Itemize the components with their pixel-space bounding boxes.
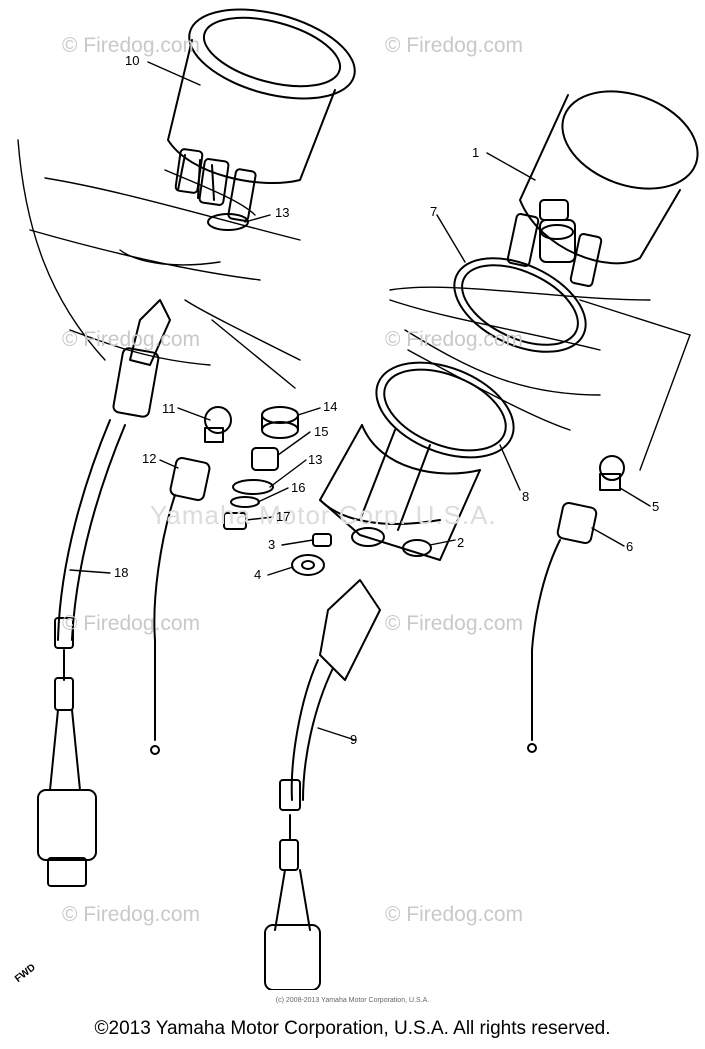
grommet-14 xyxy=(261,406,299,439)
meter-10 xyxy=(167,8,356,222)
callout-16: 16 xyxy=(291,480,306,495)
watermark-firedog: © Firedog.com xyxy=(62,903,201,926)
callout-2: 2 xyxy=(457,535,465,550)
housing-2 xyxy=(319,424,481,561)
callout-17: 17 xyxy=(276,509,291,524)
bulb-11 xyxy=(204,406,232,443)
callout-12: 12 xyxy=(142,451,157,466)
callout-8: 8 xyxy=(522,489,530,504)
callout-7: 7 xyxy=(430,204,438,219)
leader-lines xyxy=(69,61,691,741)
watermark-firedog: © Firedog.com xyxy=(62,612,201,635)
footer-copyright: ©2013 Yamaha Motor Corporation, U.S.A. A… xyxy=(94,1018,611,1039)
exploded-view-drawing xyxy=(17,8,699,991)
watermark-firedog: © Firedog.com xyxy=(385,612,524,635)
spacer-15 xyxy=(251,447,279,471)
screw-3 xyxy=(312,533,332,547)
callout-4: 4 xyxy=(254,567,262,582)
watermark-firedog: © Firedog.com xyxy=(385,903,524,926)
watermark-firedog: © Firedog.com xyxy=(385,34,524,57)
callout-6: 6 xyxy=(626,539,634,554)
socket-12 xyxy=(150,456,211,755)
watermark-yamaha: Yamaha Motor Corp. U.S.A. xyxy=(150,500,497,530)
cable-9 xyxy=(264,579,381,991)
callout-9: 9 xyxy=(350,732,358,747)
callout-18: 18 xyxy=(114,565,129,580)
socket-6 xyxy=(527,501,598,753)
bulb-5 xyxy=(599,455,625,491)
washer-13-lower xyxy=(232,479,274,495)
callout-10: 10 xyxy=(125,53,140,68)
gasket-7 xyxy=(453,257,587,353)
callout-5: 5 xyxy=(652,499,660,514)
meter-1 xyxy=(506,90,699,287)
cable-18 xyxy=(37,299,171,887)
watermark-firedog: © Firedog.com xyxy=(62,34,201,57)
nut-17 xyxy=(223,512,247,530)
callout-15: 15 xyxy=(314,424,329,439)
frame-outline xyxy=(17,139,651,431)
washer-13-upper xyxy=(207,213,249,231)
callout-1: 1 xyxy=(472,145,480,160)
callout-14: 14 xyxy=(323,399,338,414)
watermark-firedog: © Firedog.com xyxy=(62,328,201,351)
callout-11: 11 xyxy=(162,401,176,416)
callout-3: 3 xyxy=(268,537,276,552)
callout-13-lower: 13 xyxy=(308,452,323,467)
callout-13-upper: 13 xyxy=(275,205,290,220)
nut-4 xyxy=(291,554,325,576)
fine-print-copyright: (c) 2008-2013 Yamaha Motor Corporation, … xyxy=(275,997,430,1004)
watermark-firedog: © Firedog.com xyxy=(385,328,524,351)
